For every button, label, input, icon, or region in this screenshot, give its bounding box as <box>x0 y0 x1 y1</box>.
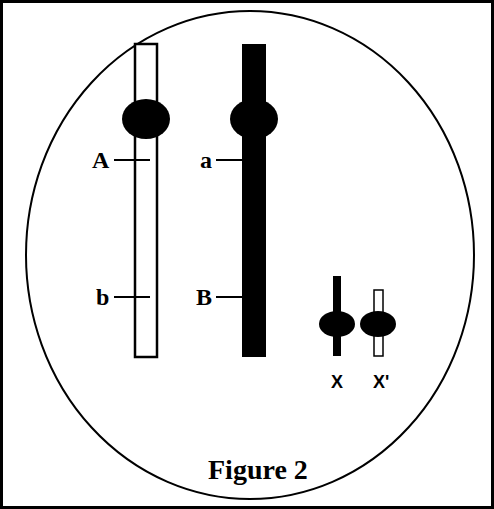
locus-tick <box>114 159 150 161</box>
chromosome-white <box>135 44 157 357</box>
locus-tick <box>216 159 244 161</box>
centromere <box>360 311 396 337</box>
centromere <box>230 99 278 139</box>
allele-label: b <box>96 285 109 309</box>
centromere <box>319 311 355 337</box>
locus-tick <box>114 296 150 298</box>
chromosome-label: X' <box>373 373 389 391</box>
allele-label: B <box>196 285 212 309</box>
allele-label: a <box>200 148 212 172</box>
allele-label: A <box>92 148 109 172</box>
chromosome-black <box>242 44 266 357</box>
figure-caption: Figure 2 <box>208 456 308 484</box>
centromere <box>122 99 170 139</box>
cell-outline <box>26 11 474 499</box>
chromosome-label: X <box>331 373 343 391</box>
locus-tick <box>216 296 244 298</box>
